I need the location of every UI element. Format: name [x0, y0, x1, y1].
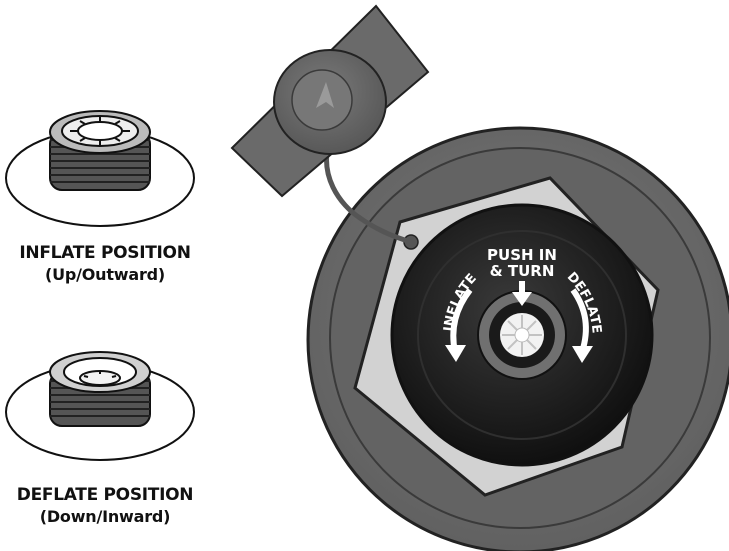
valve-face: PUSH IN & TURN INFLATE DEFLATE — [306, 126, 729, 551]
push-arrow-icon — [512, 281, 532, 306]
deflate-position-caption: DEFLATE POSITION (Down/Inward) — [0, 484, 210, 528]
inflate-valve-illustration — [5, 110, 195, 227]
inflate-position-title: INFLATE POSITION — [19, 243, 191, 263]
cap-logo-icon — [316, 82, 334, 108]
inflate-curved-arrow-icon — [445, 288, 473, 362]
inflate-position-caption: INFLATE POSITION (Up/Outward) — [0, 242, 210, 286]
push-in-label: PUSH IN — [487, 246, 557, 264]
inflate-position-subtitle: (Up/Outward) — [44, 265, 166, 284]
and-turn-label: & TURN — [490, 262, 555, 280]
valve-cap-icon — [230, 4, 430, 198]
deflate-position-title: DEFLATE POSITION — [16, 485, 194, 505]
tether-strap-icon — [324, 137, 414, 245]
deflate-valve-illustration — [5, 351, 195, 461]
deflate-curved-arrow-icon — [570, 288, 593, 363]
deflate-position-subtitle: (Down/Inward) — [39, 507, 171, 526]
